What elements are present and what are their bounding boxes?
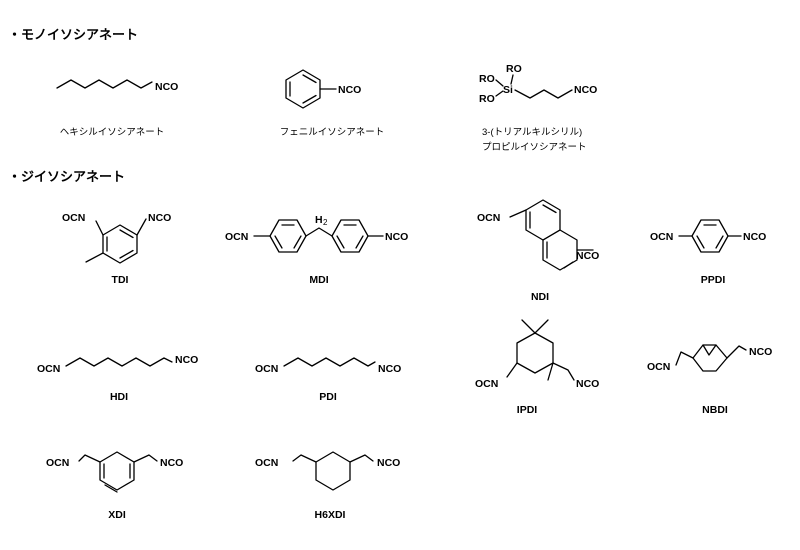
structure-phenyl-isocyanate: NCO bbox=[285, 69, 361, 109]
label-h6xdi: H6XDI bbox=[315, 509, 346, 521]
nco-group-label: NCO bbox=[749, 346, 772, 358]
structure-ppdi: OCN NCO bbox=[650, 219, 766, 253]
caption-phenyl-isocyanate: フェニルイソシアネート bbox=[280, 127, 385, 138]
structure-ndi: OCN NCO bbox=[477, 199, 599, 271]
structure-silylpropyl-isocyanate: RO RO RO Si NCO bbox=[479, 63, 597, 105]
ocn-group-label: OCN bbox=[475, 378, 498, 390]
structure-nbdi: OCN NCO bbox=[647, 344, 772, 373]
label-ppdi: PPDI bbox=[701, 274, 726, 286]
nco-group-label: NCO bbox=[576, 250, 599, 262]
ocn-group-label: OCN bbox=[62, 212, 85, 224]
ro-group-label: RO bbox=[479, 93, 495, 105]
structure-h6xdi: OCN NCO bbox=[255, 451, 400, 491]
label-pdi: PDI bbox=[319, 391, 337, 403]
section-header-diisocyanates: ・ジイソシアネート bbox=[8, 169, 125, 184]
nco-group-label: NCO bbox=[175, 354, 198, 366]
ocn-group-label: OCN bbox=[225, 231, 248, 243]
structure-xdi: OCN NCO bbox=[46, 451, 183, 493]
nco-group-label: NCO bbox=[385, 231, 408, 243]
structure-tdi: OCN NCO bbox=[62, 212, 171, 264]
structure-hexyl-isocyanate: NCO bbox=[56, 79, 178, 93]
ocn-group-label: OCN bbox=[647, 361, 670, 373]
label-xdi: XDI bbox=[108, 509, 126, 521]
caption-hexyl-isocyanate: ヘキシルイソシアネート bbox=[60, 127, 165, 138]
ro-group-label: RO bbox=[506, 63, 522, 75]
nco-group-label: NCO bbox=[574, 84, 597, 96]
caption-silylpropyl-isocyanate-line1: 3-(トリアルキルシリル) bbox=[482, 127, 582, 138]
ocn-group-label: OCN bbox=[255, 457, 278, 469]
caption-silylpropyl-isocyanate-line2: プロピルイソシアネート bbox=[482, 142, 587, 153]
nco-group-label: NCO bbox=[148, 212, 171, 224]
nco-group-label: NCO bbox=[576, 378, 599, 390]
ocn-group-label: OCN bbox=[650, 231, 673, 243]
nco-group-label: NCO bbox=[377, 457, 400, 469]
si-atom-label: Si bbox=[503, 84, 513, 96]
structure-mdi: OCN H 2 NCO bbox=[225, 214, 408, 253]
h-subscript: 2 bbox=[323, 218, 328, 227]
label-hdi: HDI bbox=[110, 391, 128, 403]
nco-group-label: NCO bbox=[155, 81, 178, 93]
nco-group-label: NCO bbox=[378, 363, 401, 375]
nco-group-label: NCO bbox=[338, 84, 361, 96]
ocn-group-label: OCN bbox=[37, 363, 60, 375]
structure-pdi: OCN NCO bbox=[255, 357, 401, 375]
ro-group-label: RO bbox=[479, 73, 495, 85]
structure-hdi: OCN NCO bbox=[37, 354, 198, 375]
ocn-group-label: OCN bbox=[46, 457, 69, 469]
label-nbdi: NBDI bbox=[702, 404, 728, 416]
structure-ipdi: OCN NCO bbox=[475, 319, 599, 390]
label-ndi: NDI bbox=[531, 291, 549, 303]
label-mdi: MDI bbox=[309, 274, 328, 286]
ocn-group-label: OCN bbox=[477, 212, 500, 224]
nco-group-label: NCO bbox=[743, 231, 766, 243]
section-header-monoisocyanates: ・モノイソシアネート bbox=[8, 27, 138, 42]
label-tdi: TDI bbox=[112, 274, 129, 286]
label-ipdi: IPDI bbox=[517, 404, 538, 416]
h-atom-label: H bbox=[315, 214, 323, 226]
ocn-group-label: OCN bbox=[255, 363, 278, 375]
nco-group-label: NCO bbox=[160, 457, 183, 469]
